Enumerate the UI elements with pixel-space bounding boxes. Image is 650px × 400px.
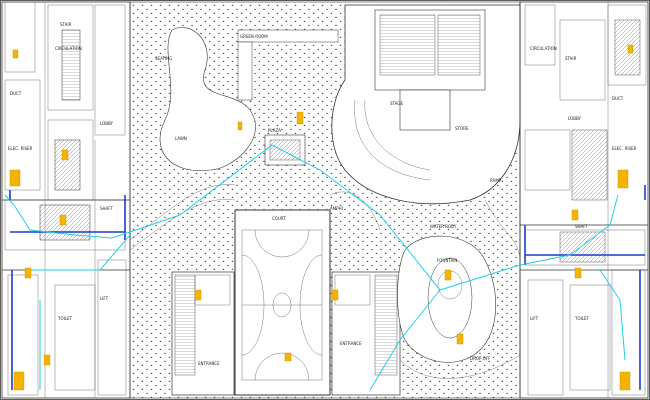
electrical-fixtures — [9, 44, 634, 391]
label-stage: STAGE — [390, 101, 403, 106]
label-lawn: LAWN — [175, 136, 187, 141]
label-drop-off: DROP OFF — [470, 356, 491, 361]
label-lift-left: LIFT — [100, 296, 109, 301]
label-lift-right: LIFT — [530, 316, 539, 321]
label-entrance-right: ENTRANCE — [340, 341, 362, 346]
label-duct-left: DUCT — [10, 91, 22, 96]
label-shaft-right: SHAFT — [575, 224, 589, 229]
label-stair-right: STAIR — [565, 56, 577, 61]
label-elec-riser-right: ELEC. RISER — [612, 146, 637, 151]
label-fountain: FOUNTAIN — [437, 258, 457, 263]
label-entrance-left: ENTRANCE — [198, 361, 220, 366]
label-circulation-right: CIRCULATION — [530, 46, 557, 51]
cable-routes — [4, 144, 626, 391]
left-wing — [1, 1, 131, 399]
label-seating: SEATING — [155, 56, 172, 61]
label-store: STORE — [455, 126, 469, 131]
label-plaza: PLAZA — [268, 128, 281, 133]
label-shaft-left: SHAFT — [100, 206, 114, 211]
right-wing — [519, 1, 649, 399]
label-lobby-right: LOBBY — [568, 116, 582, 121]
label-toilet-left: TOILET — [57, 316, 73, 321]
label-water-body: WATER BODY — [430, 224, 457, 229]
label-lobby-left: LOBBY — [100, 121, 114, 126]
label-elec-riser-left: ELEC. RISER — [8, 146, 33, 151]
label-toilet-right: TOILET — [574, 316, 590, 321]
label-green-room: GREEN ROOM — [240, 34, 268, 39]
label-ramp: RAMP — [490, 178, 502, 183]
label-court: COURT — [272, 216, 286, 221]
label-duct-right: DUCT — [612, 96, 624, 101]
label-amphi: AMPHI — [330, 206, 343, 211]
label-stair-left: STAIR — [60, 22, 72, 27]
label-circulation-left: CIRCULATION — [55, 46, 82, 51]
central-courtyard — [129, 1, 521, 399]
room-labels: CIRCULATION ELEC. RISER LOBBY SHAFT STAI… — [8, 22, 637, 366]
